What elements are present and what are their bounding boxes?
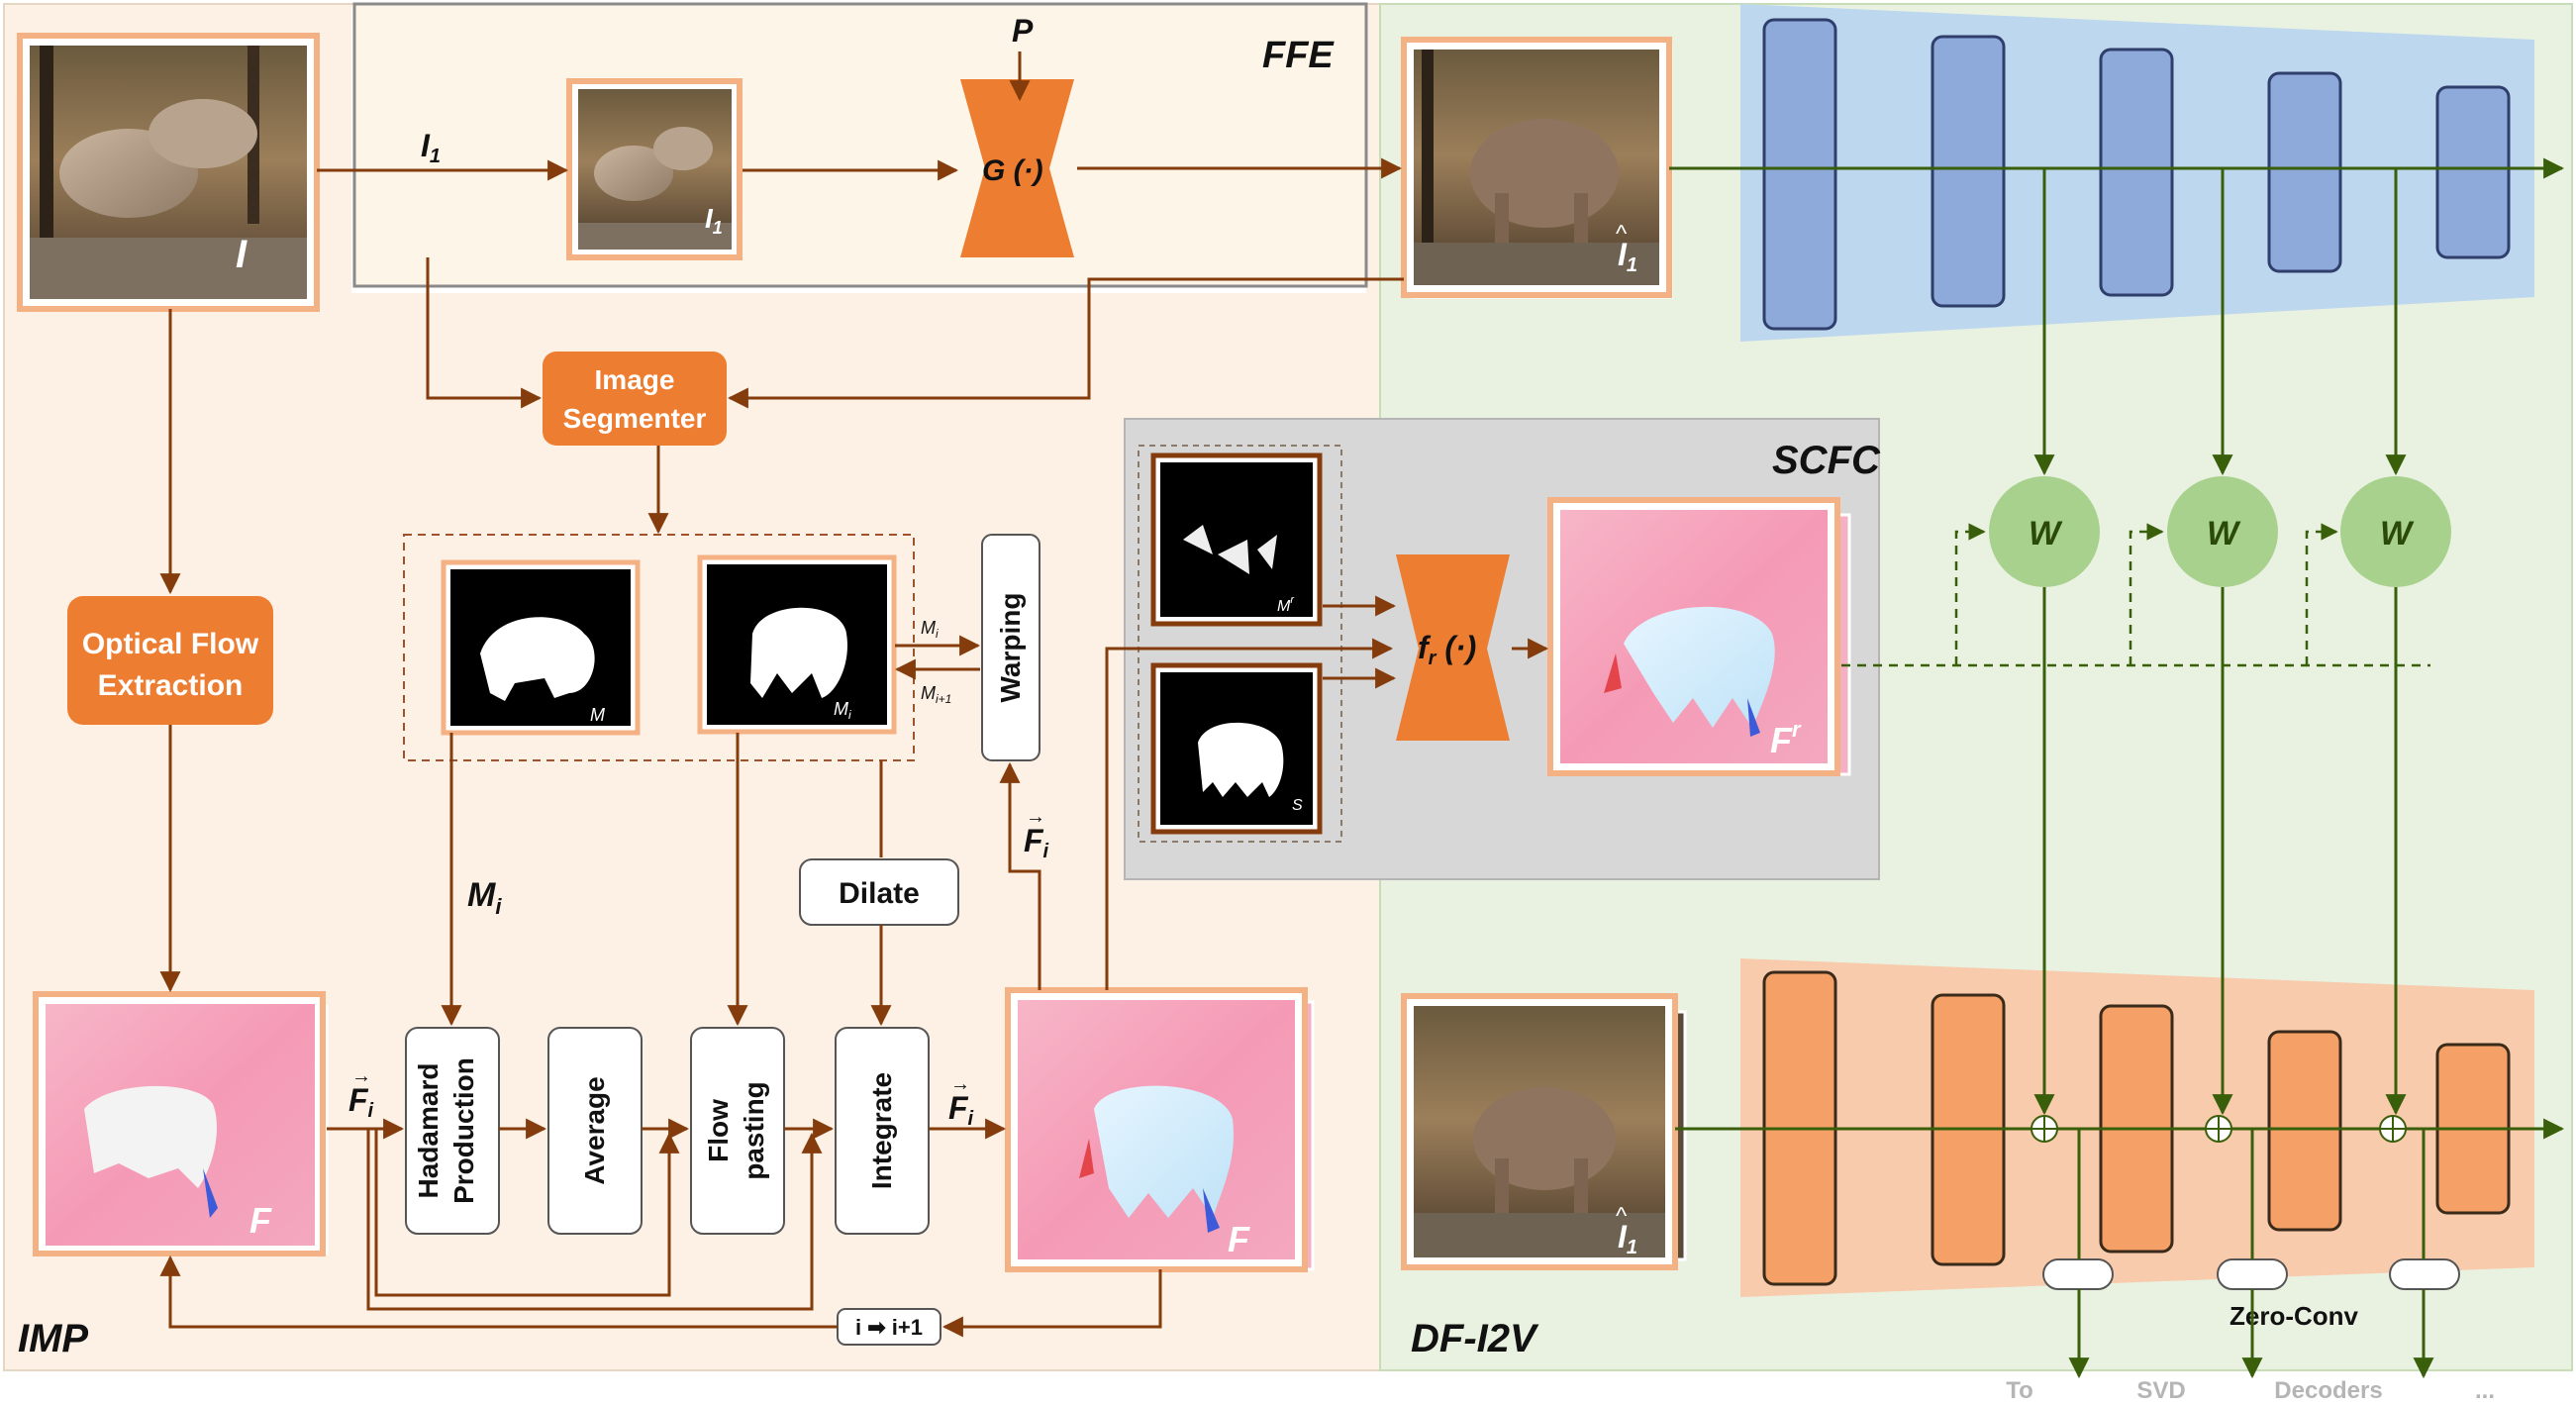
- df-i2v-image-label: I1: [1618, 1219, 1637, 1258]
- dilate-label: Dilate: [839, 877, 920, 910]
- prompt-label: P: [1012, 13, 1034, 49]
- flow-r-label: Fr: [1770, 717, 1802, 760]
- integrate-label: Integrate: [866, 1072, 897, 1189]
- hadamard-line1: Hadamard: [413, 1063, 444, 1199]
- optical-flow-line2: Extraction: [98, 669, 244, 702]
- flow-pasting-box: [690, 1027, 785, 1235]
- generator-label: G (·): [982, 154, 1043, 187]
- dilate-box: [799, 858, 959, 926]
- weight-label-1: W: [2029, 515, 2063, 552]
- flow-arrow-accents-2: →: [950, 1073, 970, 1095]
- flow-i-label-right: Fi: [948, 1090, 974, 1130]
- flow-stack-output: [1005, 987, 1315, 1272]
- flow-i-label-up: Fi: [1024, 823, 1049, 862]
- brown-connectors: [159, 51, 1549, 1338]
- generated-image-label: I1: [1618, 237, 1637, 276]
- weight-nodes: [1989, 476, 2451, 587]
- ffe-title: FFE: [1262, 35, 1335, 76]
- mask-m-label: M: [590, 705, 605, 725]
- refiner-label: fr (·): [1418, 630, 1476, 669]
- flow-stack-input: [33, 991, 329, 1256]
- flow-pasting-line1: Flow: [703, 1099, 734, 1162]
- green-connectors: [2033, 168, 2434, 1379]
- output-caption-svd: SVD: [2136, 1377, 2185, 1404]
- i1-edge-label: I1: [421, 128, 441, 167]
- image-segmenter-line1: Image: [595, 364, 675, 395]
- warping-box: [981, 534, 1040, 761]
- output-caption-dots: ...: [2475, 1377, 2495, 1404]
- optical-flow-box: [67, 596, 273, 725]
- mi-edge-label: Mi: [467, 876, 502, 919]
- hadamard-box: [405, 1027, 500, 1235]
- input-image-stack: [17, 33, 320, 312]
- input-image-label: I: [236, 233, 248, 276]
- blue-encoder-blocks: [1762, 18, 2511, 331]
- refiner-module: [1396, 554, 1510, 741]
- output-caption-to: To: [2006, 1377, 2033, 1404]
- mask-mr: [1150, 452, 1323, 627]
- df-i2v-image-hat: ^: [1616, 1203, 1628, 1230]
- generator-module: [960, 79, 1074, 257]
- mask-mr-label: Mr: [1277, 594, 1295, 615]
- flow-output-label: F: [1228, 1219, 1250, 1259]
- generated-image-hat: ^: [1616, 221, 1628, 248]
- add-node-crosses: [2031, 1116, 2406, 1142]
- optical-flow-line1: Optical Flow: [82, 628, 259, 660]
- image-segmenter-box: [543, 352, 727, 446]
- output-caption-decoders: Decoders: [2274, 1377, 2382, 1404]
- average-box: [547, 1027, 643, 1235]
- mask-s-label: S: [1292, 797, 1303, 814]
- average-label: Average: [579, 1076, 610, 1184]
- flow-pasting-line2: pasting: [739, 1081, 769, 1180]
- mi-hat-label: Mi: [921, 618, 939, 641]
- mask-mi-hat: [697, 554, 897, 735]
- mask-s: [1150, 662, 1323, 835]
- df-i2v-image-stack: [1401, 993, 1687, 1270]
- increment-label: i ➡ i+1: [855, 1315, 923, 1340]
- image-segmenter-line2: Segmenter: [563, 403, 707, 434]
- flow-arrow-accents-3: →: [1026, 806, 1045, 828]
- scfc-title: SCFC: [1772, 439, 1881, 482]
- mask-group: [403, 534, 915, 761]
- imp-title: IMP: [18, 1317, 88, 1360]
- generated-image-stack: [1401, 37, 1673, 299]
- zero-conv-label: Zero-Conv: [2229, 1301, 2359, 1331]
- mask-m: [441, 559, 641, 736]
- hadamard-line2: Production: [448, 1057, 479, 1204]
- scfc-mask-group: [1138, 445, 1342, 843]
- flow-arrow-accents: →: [351, 1065, 371, 1087]
- mask-mi-label: Mi: [834, 699, 851, 722]
- ffe-region-inner: [352, 2, 1368, 288]
- zero-conv-pills: [2042, 1258, 2460, 1290]
- i1-thumbnail-label: I1: [705, 203, 723, 238]
- warping-label: Warping: [995, 593, 1026, 703]
- i1-thumbnail: [566, 78, 743, 260]
- green-dashed-connectors: [1841, 523, 2430, 667]
- flow-input-label: F: [249, 1200, 272, 1241]
- mi1-hat-label: Mi+1: [921, 683, 951, 706]
- weight-label-2: W: [2207, 515, 2241, 552]
- integrate-box: [835, 1027, 930, 1235]
- flow-i-label-left: Fi: [348, 1082, 374, 1122]
- flow-r-stack: [1547, 497, 1851, 776]
- weight-label-3: W: [2380, 515, 2415, 552]
- dfi2v-title: DF-I2V: [1411, 1317, 1539, 1360]
